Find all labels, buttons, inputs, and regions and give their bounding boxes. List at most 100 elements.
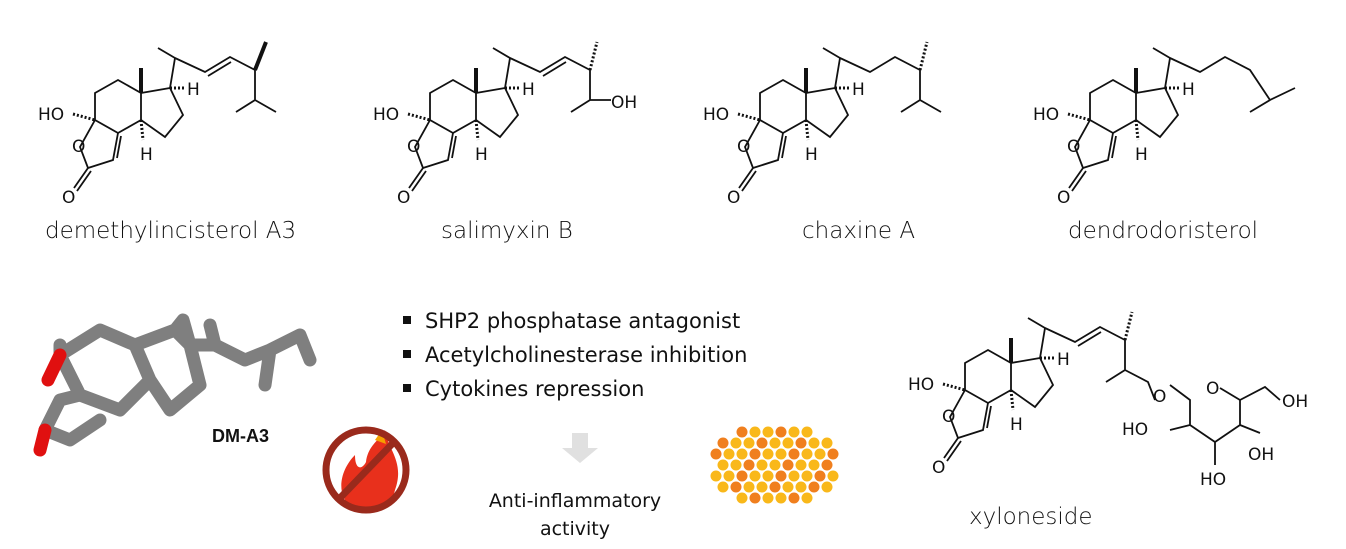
atom-label: O	[62, 188, 75, 208]
cytokine-dot	[827, 448, 839, 460]
cytokine-dot	[710, 470, 722, 482]
cytokine-dot	[775, 492, 787, 504]
cytokine-dot	[801, 470, 813, 482]
model-label: DM-A3	[212, 426, 269, 446]
cytokine-dot	[775, 448, 787, 460]
atom-label: O	[72, 137, 85, 157]
cytokine-dot	[736, 448, 748, 460]
cytokine-dot	[756, 481, 768, 493]
svg-text:O: O	[1206, 379, 1219, 399]
cytokine-dot	[723, 448, 735, 460]
cytokine-dot	[788, 492, 800, 504]
compound-name: dendrodoristerol	[1068, 218, 1259, 244]
activity-item: Cytokines repression	[403, 377, 644, 401]
cytokine-dot	[801, 448, 813, 460]
structure-demethylincisterol-a3: HO O O H H	[38, 41, 277, 208]
cytokine-dot	[762, 470, 774, 482]
structure-salimyxin-b: HO O O H H OH	[373, 41, 637, 208]
cytokine-dot	[782, 481, 794, 493]
svg-text:H: H	[805, 145, 818, 165]
cytokine-dot	[821, 437, 833, 449]
atom-label: H	[140, 145, 153, 165]
cytokine-dot	[788, 448, 800, 460]
cytokine-dot	[723, 470, 735, 482]
cytokines-icon	[710, 426, 839, 504]
structure-dendrodoristerol: HO O O H H	[1033, 47, 1296, 208]
cytokine-dot	[730, 481, 742, 493]
cytokine-dot	[756, 459, 768, 471]
cytokine-dot	[749, 426, 761, 438]
svg-text:H: H	[475, 145, 488, 165]
svg-text:OH: OH	[611, 93, 637, 113]
compound-name: demethylincisterol A3	[45, 218, 297, 244]
outcome-text: Anti-inflammatory activity	[488, 490, 662, 540]
cytokine-dot	[795, 459, 807, 471]
cytokine-dot	[743, 437, 755, 449]
cytokine-dot	[827, 470, 839, 482]
cytokine-dot	[821, 459, 833, 471]
cytokine-dot	[814, 470, 826, 482]
cytokine-dot	[743, 481, 755, 493]
cytokine-dot	[762, 492, 774, 504]
cytokine-dot	[808, 459, 820, 471]
cytokine-dot	[788, 470, 800, 482]
compound-name: salimyxin B	[441, 218, 573, 244]
svg-text:HO: HO	[1122, 420, 1148, 440]
cytokine-dot	[769, 459, 781, 471]
svg-text:O: O	[727, 188, 740, 208]
svg-text:HO: HO	[908, 375, 934, 395]
cytokine-dot	[801, 426, 813, 438]
structure-chaxine-a: HO O O H H	[703, 41, 942, 208]
svg-text:HO: HO	[703, 105, 729, 125]
cytokine-dot	[749, 448, 761, 460]
cytokine-dot	[717, 459, 729, 471]
cytokine-dot	[749, 470, 761, 482]
cytokine-dot	[814, 448, 826, 460]
svg-text:H: H	[522, 80, 535, 100]
cytokine-dot	[775, 470, 787, 482]
svg-text:O: O	[1153, 387, 1166, 407]
cytokine-dot	[736, 492, 748, 504]
svg-text:O: O	[1067, 137, 1080, 157]
cytokine-dot	[717, 481, 729, 493]
svg-text:O: O	[1057, 188, 1070, 208]
svg-text:HO: HO	[1200, 470, 1226, 490]
cytokine-dot	[808, 437, 820, 449]
cytokine-dot	[808, 481, 820, 493]
cytokine-dot	[801, 492, 813, 504]
structure-xyloneside: HO O O H H O O OH HO HO OH	[908, 311, 1308, 490]
cytokine-dot	[769, 481, 781, 493]
svg-text:O: O	[397, 188, 410, 208]
svg-text:HO: HO	[373, 105, 399, 125]
cytokine-dot	[795, 437, 807, 449]
compound-name: xyloneside	[969, 504, 1093, 530]
activity-item: SHP2 phosphatase antagonist	[403, 309, 740, 333]
svg-text:OH: OH	[1282, 392, 1308, 412]
cytokine-dot	[821, 481, 833, 493]
svg-text:O: O	[942, 407, 955, 427]
cytokine-dot	[782, 437, 794, 449]
cytokine-dot	[775, 426, 787, 438]
atom-label: H	[187, 80, 200, 100]
cytokine-dot	[762, 426, 774, 438]
svg-text:O: O	[932, 458, 945, 478]
dm-a3-3d-model	[33, 313, 317, 457]
svg-text:H: H	[1057, 350, 1070, 370]
svg-text:H: H	[1135, 145, 1148, 165]
cytokine-dot	[736, 470, 748, 482]
activity-item: Acetylcholinesterase inhibition	[403, 343, 747, 367]
cytokine-dot	[795, 481, 807, 493]
atom-label: HO	[38, 105, 64, 125]
cytokine-dot	[756, 437, 768, 449]
compound-name: chaxine A	[802, 218, 916, 244]
svg-text:H: H	[1010, 415, 1023, 435]
svg-text:O: O	[407, 137, 420, 157]
cytokine-dot	[762, 448, 774, 460]
cytokine-dot	[710, 448, 722, 460]
cytokine-dot	[769, 437, 781, 449]
cytokine-dot	[730, 459, 742, 471]
svg-text:HO: HO	[1033, 105, 1059, 125]
no-inflammation-icon	[322, 426, 410, 514]
cytokine-dot	[788, 426, 800, 438]
